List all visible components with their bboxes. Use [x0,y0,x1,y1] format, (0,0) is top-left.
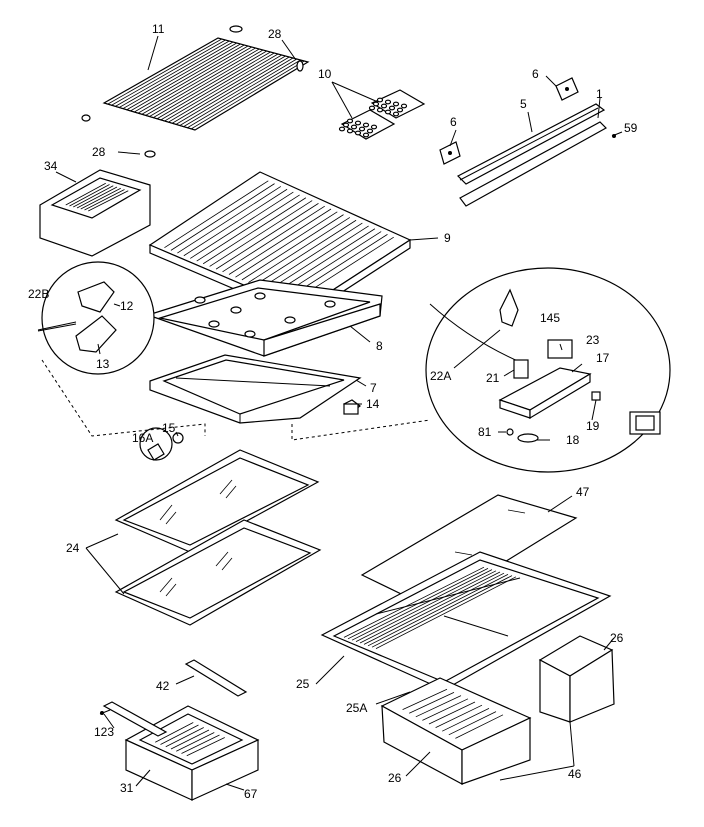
detail-callout-left [37,261,155,375]
pan-part-34 [39,169,151,257]
screw-part-59 [611,131,623,138]
crisper-drawer-part-26 [380,635,615,786]
label-25A: 25A [346,701,367,715]
detail-callout-right [425,267,671,473]
label-9: 9 [444,231,451,245]
label-123: 123 [94,725,114,739]
label-25: 25 [296,677,310,691]
label-34: 34 [44,159,58,173]
label-46: 46 [568,767,582,781]
label-23: 23 [586,333,600,347]
tray-part-7 [149,354,362,424]
leader-lines [55,35,615,791]
fastener-part-15-16A [139,427,184,461]
rail-part-42 [102,659,248,737]
label-16A: 16A [132,431,153,445]
label-17: 17 [596,351,610,365]
label-21: 21 [486,371,500,385]
label-11: 11 [152,22,165,36]
label-14: 14 [366,397,380,411]
label-12: 12 [120,299,134,313]
trim-part-5 [456,103,607,207]
wire-shelf-part-11 [102,37,310,131]
callout-leaders [41,359,431,441]
label-28-top: 28 [268,27,282,41]
bracket-part-6 [439,77,579,165]
label-1: 1 [596,87,603,101]
label-81: 81 [478,425,492,439]
meat-pan-part-31 [124,705,260,801]
part-labels: 11 28 28 10 6 6 5 1 59 34 9 22B 12 13 8 … [28,22,638,801]
label-13: 13 [96,357,110,371]
label-26-bottom: 26 [388,771,402,785]
label-5: 5 [520,97,527,111]
label-8: 8 [376,339,383,353]
label-19: 19 [586,419,600,433]
label-67: 67 [244,787,258,801]
label-145: 145 [540,311,560,325]
label-7: 7 [370,381,377,395]
label-18: 18 [566,433,580,447]
label-31: 31 [120,781,134,795]
label-15: 15 [162,421,176,435]
label-22A: 22A [430,369,451,383]
egg-tray-part-10 [338,89,426,140]
label-6-mid: 6 [450,115,457,129]
label-24: 24 [66,541,80,555]
frame-part-8 [146,279,383,357]
label-22B: 22B [28,287,49,301]
label-10: 10 [318,67,332,81]
label-47: 47 [576,485,590,499]
label-26-right: 26 [610,631,624,645]
label-28-bottom: 28 [92,145,106,159]
shelf-clip-part-28 [81,25,304,158]
clip-part-14 [342,399,361,415]
label-6-top: 6 [532,67,539,81]
glass-shelf-part-24 [114,449,322,626]
label-59: 59 [624,121,638,135]
screw-part-123 [99,709,111,715]
label-42: 42 [156,679,170,693]
crisper-frame-part-25 [320,551,612,691]
